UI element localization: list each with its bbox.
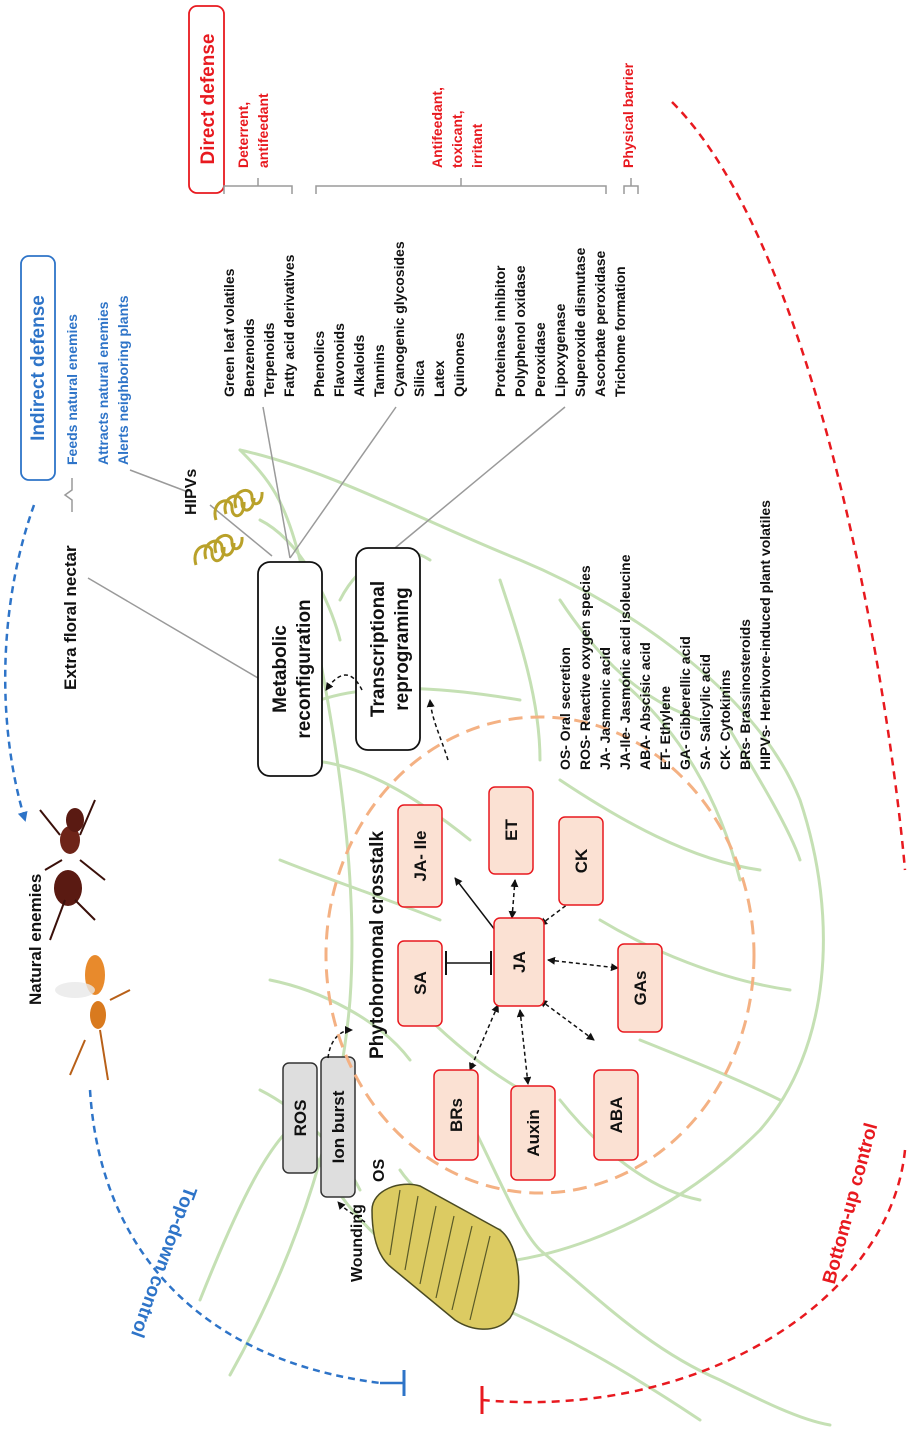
volatile-item: Terpenoids: [261, 322, 277, 397]
leaf-illustration: [198, 448, 832, 1427]
hormone-label: CK: [572, 848, 591, 873]
hipvs-label: HIPVs: [183, 469, 200, 515]
deterrent-label-1: Deterrent,: [235, 102, 251, 168]
hormone-node-sa: SA: [397, 940, 443, 1027]
indirect-defense-item-2: Attracts natural enemies: [95, 301, 111, 465]
hormone-node-aba: ABA: [593, 1069, 639, 1161]
volatile-swirl-icon: [193, 533, 244, 566]
metabolite-item: Latex: [431, 360, 447, 397]
wounding-label: Wounding: [349, 1204, 366, 1282]
transcriptional-reprogramming-line-1: Transcriptional: [368, 581, 389, 717]
abbreviation-item: ET- Ethylene: [657, 686, 673, 770]
transcriptional-reprogramming-node: Transcriptional reprograming: [355, 547, 421, 751]
indirect-defense-title: Indirect defense: [28, 295, 49, 441]
hormone-label: GAs: [631, 971, 650, 1006]
hormone-node-auxin: Auxin: [510, 1085, 556, 1181]
abbreviation-item: HIPVs- Herbivore-induced plant volatiles: [757, 500, 773, 770]
hormone-label: ET: [502, 819, 521, 841]
hormone-node-brs: BRs: [433, 1069, 479, 1161]
natural-enemies-group: Natural enemies: [26, 799, 131, 1081]
bottom-up-control-label: Bottom-up control: [819, 1121, 882, 1286]
indirect-defense-box: [20, 255, 56, 481]
abbreviation-item: GA- Gibberellic acid: [677, 636, 693, 770]
ros-label: ROS: [291, 1100, 310, 1137]
wasp-icon: [55, 955, 131, 1081]
enzyme-item: Proteinase inhibitor: [492, 265, 508, 397]
metabolite-item: Tannins: [371, 344, 387, 397]
volatile-item: Fatty acid derivatives: [281, 254, 297, 397]
direct-defense-group: Direct defense Deterrent, antifeedant An…: [188, 5, 639, 397]
metabolite-item: Cyanogenic glycosides: [391, 241, 407, 397]
extra-floral-nectar-label: Extra floral nectar: [61, 545, 80, 690]
ant-icon: [39, 799, 106, 941]
ion-burst-label: Ion burst: [329, 1090, 348, 1163]
enzyme-item: Trichome formation: [612, 266, 628, 397]
metabolite-item: Quinones: [451, 332, 467, 397]
hormone-node-gas: GAs: [617, 943, 663, 1033]
volatile-item: Green leaf volatiles: [221, 268, 237, 397]
hormone-node-ja: JA: [493, 917, 545, 1007]
abbreviation-item: JA-Ile- Jasmonic acid isoleucine: [617, 554, 633, 770]
enzymes-list: Proteinase inhibitor Polyphenol oxidase …: [492, 247, 628, 397]
phytohormonal-crosstalk-region: Phytohormonal crosstalk: [324, 715, 756, 1195]
crosstalk-title: Phytohormonal crosstalk: [367, 831, 388, 1059]
hormone-node-ja-ile: JA- Ile: [397, 804, 443, 908]
hormone-arrows: [445, 877, 619, 1085]
abbreviations-legend: OS- Oral secretion ROS- Reactive oxygen …: [557, 500, 773, 770]
direct-defense-box: [188, 5, 225, 194]
enzyme-item: Polyphenol oxidase: [512, 265, 528, 397]
bottom-up-arc: [480, 101, 907, 1414]
physical-barrier-label: Physical barrier: [620, 62, 636, 168]
enzyme-item: Peroxidase: [532, 322, 548, 397]
direct-defense-title: Direct defense: [198, 34, 219, 165]
hormone-label: JA: [510, 951, 529, 973]
top-down-arc: [4, 504, 406, 1396]
hormone-label: JA- Ile: [411, 830, 430, 881]
enzyme-item: Ascorbate peroxidase: [592, 251, 608, 397]
os-label: OS: [371, 1159, 388, 1182]
indirect-defense-group: Indirect defense Feeds natural enemies A…: [20, 255, 131, 512]
enzyme-item: Superoxide dismutase: [572, 247, 588, 397]
antifeedant-label-1: Antifeedant,: [429, 87, 445, 168]
deterrent-label-2: antifeedant: [255, 93, 271, 168]
abbreviation-item: CK- Cytokinins: [717, 669, 733, 770]
transcriptional-reprogramming-line-2: reprograming: [392, 587, 413, 711]
antifeedant-label-2: toxicant,: [449, 110, 465, 168]
abbreviation-item: ABA- Abscisic acid: [637, 642, 653, 770]
abbreviation-item: ROS- Reactive oxygen species: [577, 565, 593, 770]
hormone-label: SA: [411, 971, 430, 995]
antifeedant-label-3: irritant: [469, 123, 485, 168]
metabolite-item: Phenolics: [311, 331, 327, 397]
abbreviation-item: BRs- Brassinosteroids: [737, 619, 753, 770]
metabolic-reconfiguration-line-1: Metabolic: [270, 625, 291, 713]
enzyme-item: Lipoxygenase: [552, 303, 568, 397]
metabolic-reconfiguration-node: Metabolic reconfiguration: [257, 561, 323, 777]
abbreviation-item: JA- Jasmonic acid: [597, 647, 613, 770]
abbreviation-item: OS- Oral secretion: [557, 647, 573, 770]
ion-burst-node: Ion burst: [320, 1056, 356, 1198]
abbreviation-item: SA- Salicylic acid: [697, 654, 713, 770]
natural-enemies-label: Natural enemies: [26, 874, 45, 1005]
volatile-swirl-icon: [213, 488, 264, 521]
metabolic-reconfiguration-line-2: reconfiguration: [294, 599, 315, 738]
caterpillar-icon: [371, 1183, 520, 1330]
hormone-node-ck: CK: [558, 816, 604, 906]
volatiles-list: Green leaf volatiles Benzenoids Terpenoi…: [221, 254, 297, 397]
hormone-node-et: ET: [488, 786, 534, 875]
top-down-control-label: Top-down control: [126, 1184, 200, 1341]
hormone-label: Auxin: [524, 1109, 543, 1156]
metabolite-item: Silica: [411, 360, 427, 397]
ros-node: ROS: [282, 1062, 318, 1174]
volatile-item: Benzenoids: [241, 318, 257, 397]
metabolite-item: Alkaloids: [351, 335, 367, 397]
indirect-defense-item-1: Feeds natural enemies: [64, 314, 80, 465]
metabolite-item: Flavonoids: [331, 323, 347, 397]
secondary-metabolites-list: Phenolics Flavonoids Alkaloids Tannins C…: [311, 241, 467, 397]
hormone-label: ABA: [607, 1097, 626, 1134]
hormone-label: BRs: [447, 1098, 466, 1132]
indirect-defense-item-3: Alerts neighboring plants: [115, 295, 131, 465]
